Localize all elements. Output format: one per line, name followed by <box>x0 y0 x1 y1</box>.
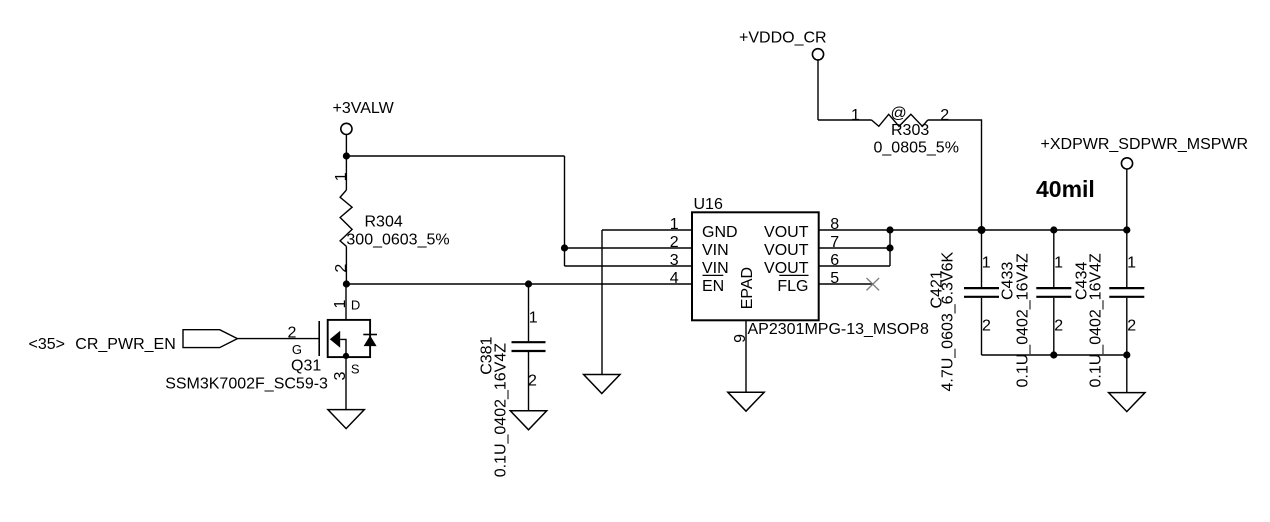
svg-text:2: 2 <box>1054 318 1063 335</box>
svg-text:7: 7 <box>830 234 839 251</box>
svg-text:2: 2 <box>1127 318 1136 335</box>
svg-text:VIN: VIN <box>702 242 729 259</box>
svg-text:0.1U_0402_16V4Z: 0.1U_0402_16V4Z <box>1014 253 1031 388</box>
svg-text:C433: C433 <box>1000 262 1017 300</box>
svg-text:GND: GND <box>702 224 738 241</box>
svg-text:1: 1 <box>333 172 350 181</box>
svg-text:2: 2 <box>528 373 537 390</box>
svg-text:0_0805_5%: 0_0805_5% <box>874 140 959 157</box>
svg-text:2: 2 <box>333 264 350 273</box>
svg-text:3: 3 <box>670 252 679 269</box>
svg-text:<35>: <35> <box>29 336 65 353</box>
svg-text:2: 2 <box>940 107 949 124</box>
svg-text:R303: R303 <box>891 122 929 139</box>
svg-text:CR_PWR_EN: CR_PWR_EN <box>75 336 175 353</box>
svg-text:U16: U16 <box>694 196 723 213</box>
svg-text:C381: C381 <box>478 336 495 374</box>
svg-text:8: 8 <box>830 216 839 233</box>
svg-text:C421: C421 <box>929 270 946 308</box>
svg-text:1: 1 <box>851 107 860 124</box>
svg-text:VOUT: VOUT <box>764 260 809 277</box>
svg-text:1: 1 <box>670 216 679 233</box>
svg-text:1: 1 <box>529 310 538 327</box>
svg-text:1: 1 <box>1054 254 1063 271</box>
svg-text:1: 1 <box>332 300 349 309</box>
svg-text:EPAD: EPAD <box>739 267 756 309</box>
svg-text:VIN: VIN <box>702 260 729 277</box>
svg-text:4: 4 <box>670 270 679 287</box>
svg-text:C434: C434 <box>1074 262 1091 300</box>
svg-text:VOUT: VOUT <box>764 224 809 241</box>
svg-text:SSM3K7002F_SC59-3: SSM3K7002F_SC59-3 <box>165 376 328 393</box>
svg-text:VOUT: VOUT <box>764 242 809 259</box>
svg-text:5: 5 <box>830 270 839 287</box>
svg-text:9: 9 <box>732 334 749 343</box>
svg-text:@: @ <box>891 105 907 122</box>
svg-text:2: 2 <box>982 318 991 335</box>
svg-text:0.1U_0402_16V4Z: 0.1U_0402_16V4Z <box>493 343 510 478</box>
svg-text:D: D <box>351 298 360 313</box>
svg-text:Q31: Q31 <box>291 358 321 375</box>
svg-text:R304: R304 <box>365 214 403 231</box>
svg-text:1: 1 <box>982 254 991 271</box>
svg-text:+XDPWR_SDPWR_MSPWR: +XDPWR_SDPWR_MSPWR <box>1041 136 1249 153</box>
svg-text:2: 2 <box>670 234 679 251</box>
svg-text:40mil: 40mil <box>1036 176 1095 202</box>
svg-text:S: S <box>351 361 360 376</box>
svg-text:+3VALW: +3VALW <box>333 100 395 117</box>
svg-text:2: 2 <box>288 325 297 342</box>
svg-text:300_0603_5%: 300_0603_5% <box>346 232 449 249</box>
svg-text:+VDDO_CR: +VDDO_CR <box>739 30 827 47</box>
svg-text:AP2301MPG-13_MSOP8: AP2301MPG-13_MSOP8 <box>748 321 930 338</box>
svg-text:6: 6 <box>830 252 839 269</box>
svg-text:4.7U_0603_6.3V6K: 4.7U_0603_6.3V6K <box>940 252 957 392</box>
svg-text:EN: EN <box>702 278 724 295</box>
svg-text:0.1U_0402_16V4Z: 0.1U_0402_16V4Z <box>1087 253 1104 388</box>
svg-text:1: 1 <box>1127 254 1136 271</box>
svg-text:FLG: FLG <box>777 278 808 295</box>
svg-text:3: 3 <box>332 372 349 381</box>
svg-text:G: G <box>292 342 302 357</box>
